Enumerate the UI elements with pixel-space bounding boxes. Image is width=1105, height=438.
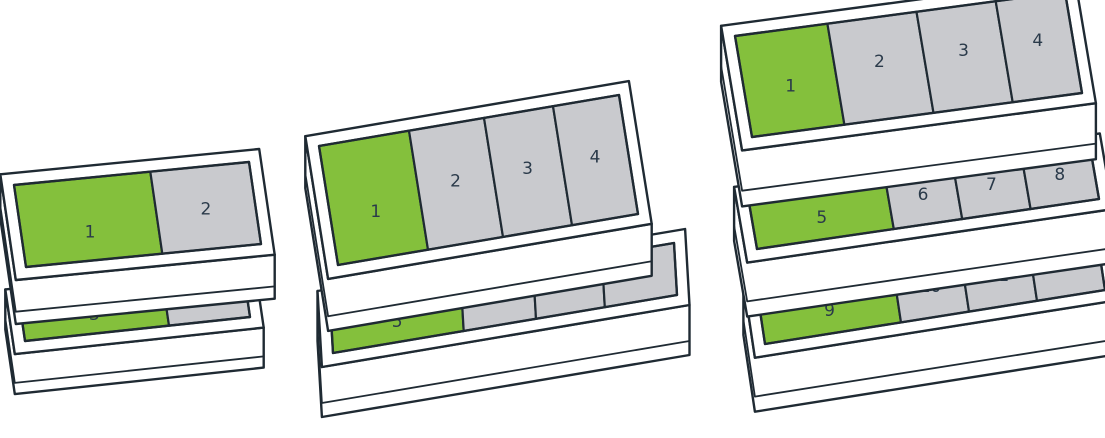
compartment-label: 3 [958, 41, 969, 61]
compartment-label: 2 [450, 171, 461, 191]
compartment-label: 8 [1054, 165, 1065, 185]
compartment-label: 1 [785, 76, 796, 96]
compartment-1 [14, 172, 162, 267]
compartment-label: 2 [200, 200, 211, 220]
compartment-label: 1 [370, 202, 381, 222]
compartment-label: 1 [85, 222, 96, 242]
tray-top: 12 [0, 149, 274, 324]
compartment-label: 4 [590, 148, 601, 168]
compartment-label: 2 [874, 52, 885, 72]
compartment-label: 7 [986, 175, 997, 195]
stack-large: 910111256781234 [721, 0, 1105, 412]
compartment-label: 4 [1032, 31, 1043, 51]
stack-small: 3412 [0, 149, 274, 394]
compartment-label: 6 [918, 185, 929, 205]
compartment-label: 3 [522, 159, 533, 179]
compartment-label: 5 [816, 208, 827, 228]
